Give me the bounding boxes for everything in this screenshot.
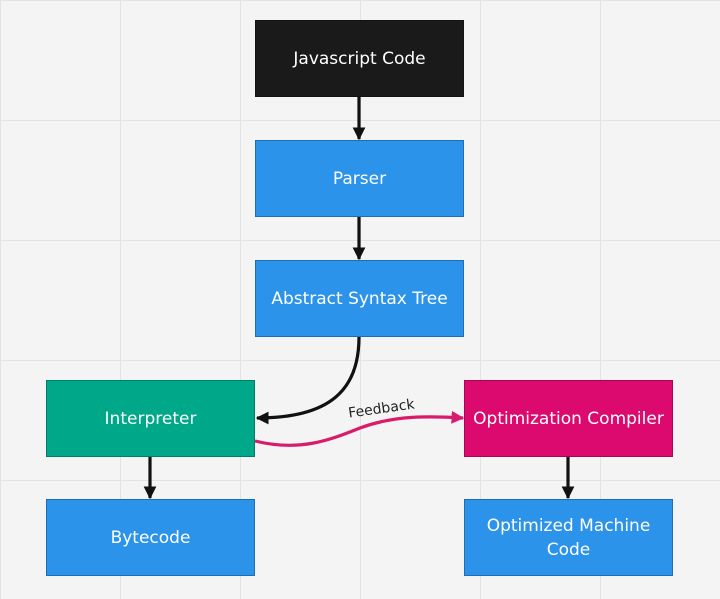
node-label: Javascript Code (293, 48, 426, 69)
node-label: Parser (332, 168, 387, 189)
node-label: Optimization Compiler (473, 408, 664, 429)
node-label: Interpreter (104, 408, 197, 429)
node-abstract-syntax-tree: Abstract Syntax Tree (255, 260, 464, 337)
node-label: Abstract Syntax Tree (271, 288, 448, 309)
node-optimized-machine-code: Optimized Machine Code (464, 499, 673, 576)
node-interpreter: Interpreter (46, 380, 255, 457)
node-label: Bytecode (110, 527, 191, 548)
node-optimization-compiler: Optimization Compiler (464, 380, 673, 457)
node-bytecode: Bytecode (46, 499, 255, 576)
arrow-feedback (254, 410, 465, 447)
node-parser: Parser (255, 140, 464, 217)
node-javascript-code: Javascript Code (255, 20, 464, 97)
arrow-ast-to-interpreter (255, 336, 361, 425)
node-label: Optimized Machine Code (486, 515, 651, 560)
